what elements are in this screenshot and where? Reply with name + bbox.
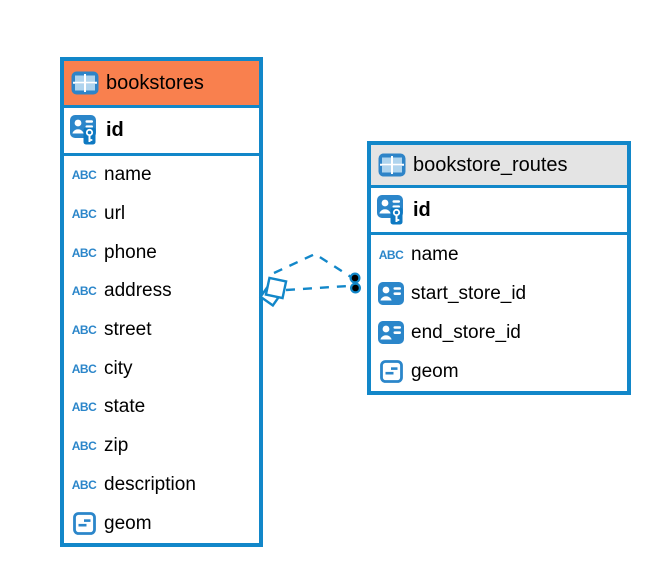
text-type-icon: ABC (71, 284, 97, 299)
column-row[interactable]: ABC name (371, 235, 627, 274)
geometry-type-icon (377, 360, 405, 383)
text-type-icon: ABC (71, 477, 97, 492)
column-name: id (413, 198, 431, 221)
column-name: name (104, 164, 152, 186)
column-name: geom (411, 360, 459, 382)
column-row[interactable]: ABC address (64, 272, 259, 311)
table-icon (378, 153, 406, 177)
text-type-icon: ABC (71, 361, 97, 376)
column-name: description (104, 473, 196, 495)
column-name: name (411, 243, 459, 265)
foreign-key-icon (377, 321, 405, 344)
relationship-line-upper[interactable] (273, 252, 352, 279)
column-row[interactable]: geom (371, 352, 627, 391)
text-type-icon: ABC (71, 168, 97, 183)
column-name: end_store_id (411, 321, 521, 343)
text-type-icon: ABC (71, 245, 97, 260)
column-name: zip (104, 435, 129, 457)
column-name: state (104, 396, 146, 418)
table-bookstore-routes[interactable]: bookstore_routes id ABC name (367, 141, 631, 395)
text-type-icon: ABC (71, 439, 97, 454)
relationship-line-lower[interactable] (285, 284, 349, 292)
column-name: start_store_id (411, 282, 527, 304)
column-row[interactable]: ABC url (64, 195, 259, 234)
column-row[interactable]: end_store_id (371, 313, 627, 352)
column-row[interactable]: ABC description (64, 466, 259, 505)
column-row[interactable]: geom (64, 504, 259, 543)
text-type-icon: ABC (71, 323, 97, 338)
column-row[interactable]: ABC name (64, 156, 259, 195)
column-name: city (104, 357, 133, 379)
column-name: url (104, 203, 126, 225)
column-row[interactable]: ABC state (64, 388, 259, 427)
column-name: geom (104, 512, 152, 534)
relationship-target-marker[interactable] (349, 272, 362, 294)
table-icon (71, 71, 99, 95)
column-row-pk[interactable]: id (64, 108, 259, 156)
text-type-icon: ABC (378, 247, 404, 262)
table-title: bookstores (106, 71, 204, 94)
column-row[interactable]: ABC street (64, 311, 259, 350)
column-row-pk[interactable]: id (371, 188, 627, 235)
text-type-icon: ABC (71, 207, 97, 222)
text-type-icon: ABC (71, 400, 97, 415)
column-row[interactable]: ABC zip (64, 427, 259, 466)
column-row[interactable]: ABC city (64, 349, 259, 388)
column-row[interactable]: start_store_id (371, 274, 627, 313)
foreign-key-icon (377, 282, 405, 305)
table-bookstore-routes-header[interactable]: bookstore_routes (371, 145, 627, 188)
column-name: address (104, 280, 172, 302)
column-row[interactable]: ABC phone (64, 233, 259, 272)
primary-key-icon (70, 115, 100, 146)
table-bookstores[interactable]: bookstores id ABC name (60, 57, 263, 547)
relationship-source-marker[interactable] (258, 276, 288, 308)
geometry-type-icon (70, 512, 98, 535)
table-title: bookstore_routes (413, 153, 568, 176)
column-name: street (104, 319, 152, 341)
column-name: phone (104, 241, 157, 263)
column-name: id (106, 119, 124, 141)
primary-key-icon (377, 194, 407, 226)
table-bookstores-header[interactable]: bookstores (64, 61, 259, 108)
